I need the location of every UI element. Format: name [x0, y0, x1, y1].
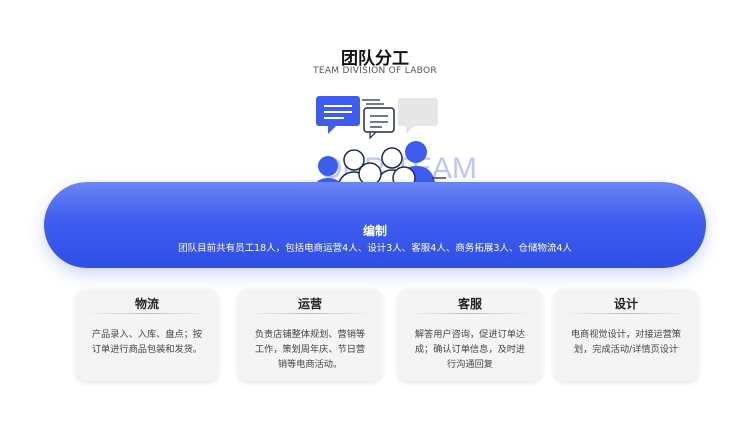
- staffing-title: 编制: [362, 224, 387, 238]
- card-description: 产品录入、入库、盘点；按 订单进行商品包装和发货。: [86, 327, 208, 357]
- card-line-text: 工作，策划周年庆、节日营: [254, 344, 366, 355]
- page-subtitle: TEAM DIVISION OF LABOR: [313, 66, 437, 76]
- card-line-text: 行沟通回复: [447, 359, 493, 370]
- card-customer-service: 客服 解答用户咨询，促进订单达 成；确认订单信息，及时进 行沟通回复: [398, 289, 542, 381]
- card-line-text: 负责店铺整体规划、营销等: [254, 329, 366, 340]
- card-title: 物流: [134, 297, 159, 311]
- card-divider: [564, 313, 688, 314]
- card-description: 电商视觉设计，对接运营策 划，完成活动/详情页设计: [564, 327, 688, 357]
- card-design: 设计 电商视觉设计，对接运营策 划，完成活动/详情页设计: [554, 289, 698, 381]
- speech-bubble-blue-icon: [316, 96, 360, 134]
- card-line-text: 划，完成活动/详情页设计: [573, 344, 679, 355]
- staffing-banner: [44, 182, 706, 268]
- card-divider: [248, 313, 372, 314]
- card-title: 客服: [457, 297, 482, 311]
- card-description: 解答用户咨询，促进订单达 成；确认订单信息，及时进 行沟通回复: [408, 327, 532, 372]
- card-operations: 运营 负责店铺整体规划、营销等 工作，策划周年庆、节日营 销等电商活动。: [238, 289, 382, 381]
- page-title: 团队分工: [341, 49, 409, 69]
- card-line-text: 成；确认订单信息，及时进: [414, 344, 526, 355]
- card-description: 负责店铺整体规划、营销等 工作，策划周年庆、节日营 销等电商活动。: [248, 327, 372, 372]
- card-logistics: 物流 产品录入、入库、盘点；按 订单进行商品包装和发货。: [76, 289, 218, 381]
- card-title: 运营: [297, 297, 322, 311]
- staffing-description: 团队目前共有员工18人，包括电商运营4人、设计3人、客服4人、商务拓展3人、仓储…: [178, 243, 572, 254]
- card-divider: [408, 313, 532, 314]
- card-line-text: 订单进行商品包装和发货。: [91, 344, 203, 355]
- speech-bubble-grey-icon: [398, 98, 438, 134]
- card-line-text: 销等电商活动。: [277, 359, 343, 370]
- card-line-text: 电商视觉设计，对接运营策: [570, 329, 682, 340]
- card-line-text: 产品录入、入库、盘点；按: [91, 329, 203, 340]
- speech-bubble-white-icon: [362, 99, 395, 140]
- card-title: 设计: [613, 297, 638, 311]
- card-divider: [86, 313, 208, 314]
- card-line-text: 解答用户咨询，促进订单达: [414, 329, 526, 340]
